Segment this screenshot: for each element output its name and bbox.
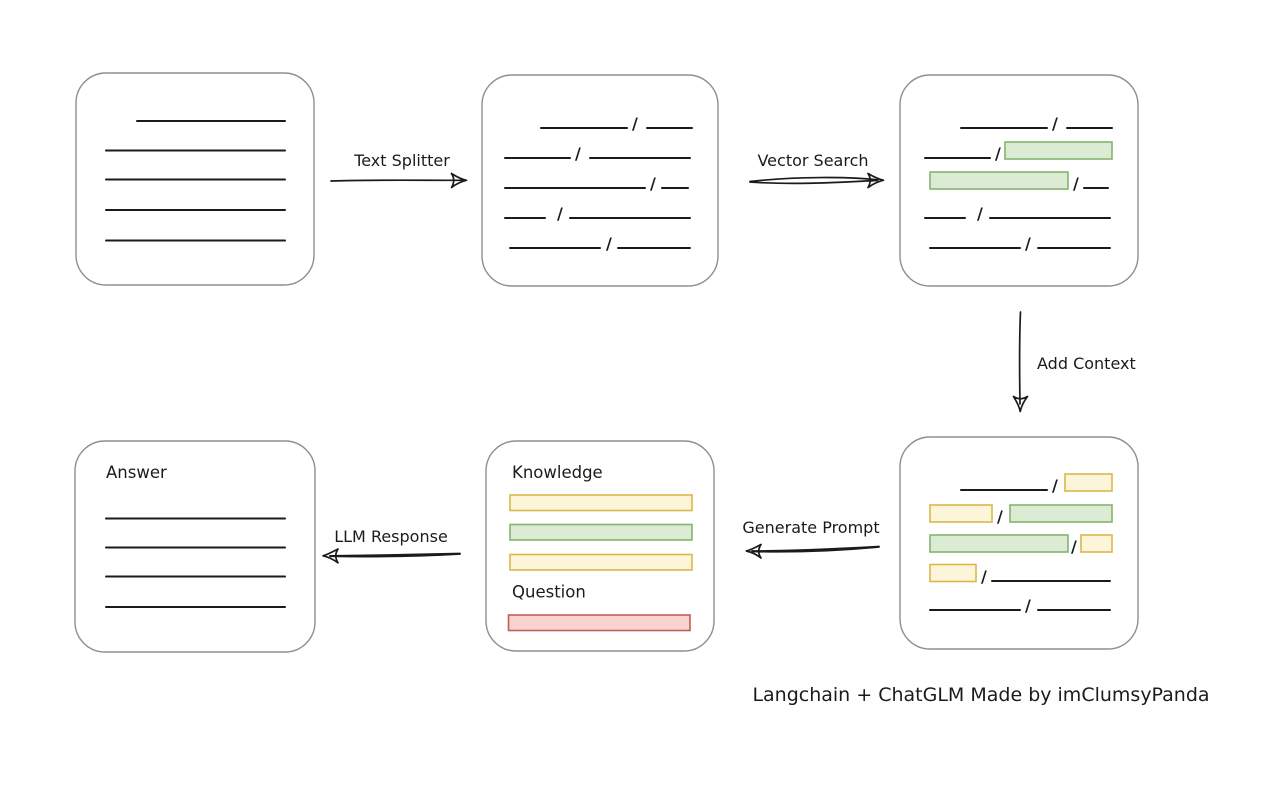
chunk-highlight-green	[929, 171, 1069, 190]
chunk-separator: /	[606, 234, 612, 253]
chunk-highlight-yellow	[1080, 534, 1113, 553]
edge-label: Add Context	[1037, 354, 1136, 373]
chunk-separator: /	[1025, 234, 1031, 253]
knowledge-label: Knowledge	[512, 463, 603, 482]
edge-label: Generate Prompt	[742, 518, 879, 537]
question-label: Question	[512, 583, 586, 602]
knowledge-bar-green	[509, 523, 693, 541]
chunk-separator: /	[981, 567, 987, 586]
prompt-box	[485, 440, 715, 652]
node-prompt: Knowledge Question	[485, 440, 715, 652]
edge-label: LLM Response	[334, 527, 448, 546]
node-search-result: / / / / /	[899, 74, 1139, 287]
edge-label: Vector Search	[757, 151, 868, 170]
arrow-head-left-icon	[745, 543, 762, 559]
edge-label: Text Splitter	[353, 151, 450, 170]
chunk-separator: /	[1071, 537, 1077, 556]
chunk-separator: /	[1052, 114, 1058, 133]
arrow-head-left-icon	[322, 548, 339, 564]
node-answer: Answer	[74, 440, 316, 653]
chunk-separator: /	[650, 174, 656, 193]
chunk-highlight-green	[1004, 141, 1113, 160]
chunk-separator: /	[1073, 174, 1079, 193]
chunk-separator: /	[575, 144, 581, 163]
chunk-separator: /	[995, 144, 1001, 163]
chunk-separator: /	[997, 507, 1003, 526]
chunk-separator: /	[977, 204, 983, 223]
edge-add-context: Add Context	[1012, 311, 1136, 413]
chunk-separator: /	[1025, 596, 1031, 615]
question-bar-red	[507, 614, 691, 632]
arrow-head-down-icon	[1012, 395, 1029, 413]
arrow-head-right-icon	[867, 172, 885, 189]
chunk-separator: /	[557, 204, 563, 223]
answer-label: Answer	[106, 463, 167, 482]
chunk-highlight-yellow	[929, 504, 993, 523]
arrow-head-right-icon	[450, 172, 468, 189]
arrow-line	[751, 546, 880, 553]
edge-vector-search: Vector Search	[749, 151, 885, 189]
chunk-highlight-yellow	[1064, 473, 1113, 492]
diagram-caption: Langchain + ChatGLM Made by imClumsyPand…	[752, 684, 1209, 706]
node-context: / / / / /	[899, 436, 1139, 650]
knowledge-bar-yellow	[509, 494, 693, 512]
chunk-highlight-green	[1009, 504, 1113, 523]
arrow-line	[1018, 311, 1022, 405]
node-chunks: / / / / /	[481, 74, 719, 287]
edge-text-splitter: Text Splitter	[330, 151, 468, 189]
chunk-separator: /	[632, 114, 638, 133]
chunk-separator: /	[1052, 476, 1058, 495]
arrow-line	[330, 179, 463, 182]
edge-llm-response: LLM Response	[322, 527, 461, 564]
knowledge-bar-yellow	[509, 553, 693, 571]
chunk-highlight-green	[929, 534, 1069, 553]
arrow-line	[749, 176, 879, 183]
edge-generate-prompt: Generate Prompt	[742, 518, 880, 559]
node-document	[75, 72, 315, 286]
chunk-highlight-yellow	[929, 563, 977, 583]
chunks-box	[481, 74, 719, 287]
arrow-line	[329, 553, 461, 558]
arrow-line	[749, 179, 878, 185]
